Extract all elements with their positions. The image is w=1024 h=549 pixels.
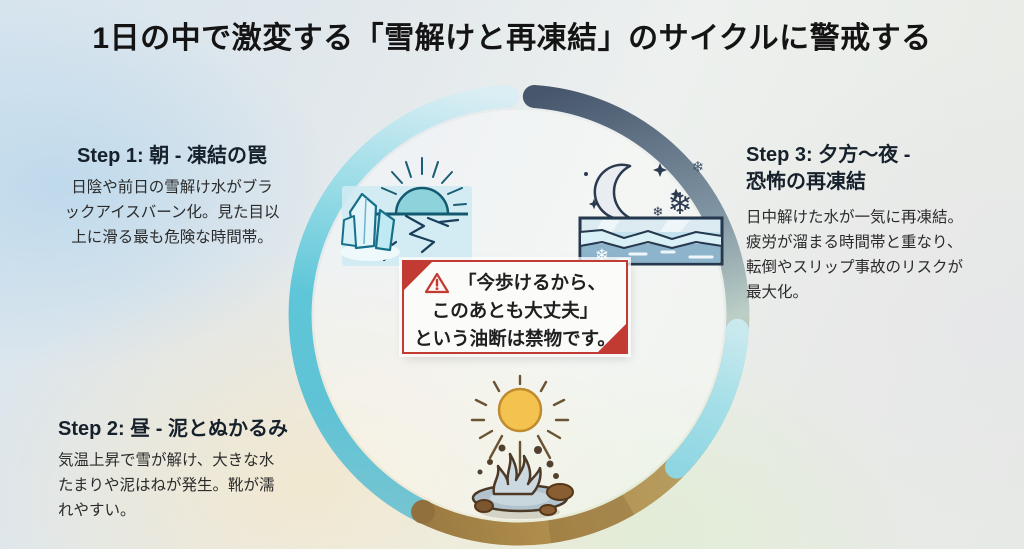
svg-text:❄: ❄	[667, 187, 692, 222]
step-3-body-line: 日中解けた水が一気に再凍結。	[746, 209, 964, 226]
step-1-body-line: 日陰や前日の雪解け水がブラ	[71, 179, 273, 196]
step-3-block: Step 3: 夕方〜夜 - 恐怖の再凍結 日中解けた水が一気に再凍結。 疲労が…	[746, 142, 1016, 305]
step-2-body-line: れやすい。	[58, 502, 136, 520]
svg-text:❄: ❄	[653, 205, 664, 220]
moon-snowflakes-refreeze-icon: ❄ ❄ ❄ ❄	[578, 158, 724, 266]
ring-arc-noon	[411, 438, 704, 546]
step-1-heading: Step 1: 朝 - 凍結の罠	[76, 145, 267, 167]
step-1-block: Step 1: 朝 - 凍結の罠 日陰や前日の雪解け水がブラ ックアイスバーン化…	[46, 139, 298, 250]
step-3-heading-line: Step 3: 夕方〜夜 -	[746, 144, 911, 166]
step-2-body-line: 気温上昇で雪が解け、大きな水	[58, 452, 275, 469]
ring-noon-shade	[547, 494, 635, 544]
frozen-sunrise-cracked-ice-icon	[340, 157, 472, 266]
step-3-body-line: 疲労が溜まる時間帯と重なり、	[746, 234, 963, 252]
page-title: 1日の中で激変する「雪解けと再凍結」のサイクルに警戒する	[92, 22, 932, 55]
step-2-heading: Step 2: 昼 - 泥とぬかるみ	[58, 418, 289, 440]
step-2-block: Step 2: 昼 - 泥とぬかるみ 気温上昇で雪が解け、大きな水 たまりや泥は…	[58, 412, 324, 523]
warning-triangle-icon	[424, 272, 450, 293]
warning-line: 「今歩けるから、	[457, 272, 606, 293]
caution-callout: 「今歩けるから、 このあとも大丈夫」 という油断は禁物です。	[402, 260, 628, 354]
ring-noon-end-cap	[411, 499, 435, 524]
ring-arc-morning	[288, 84, 519, 524]
sun-mud-splash-icon	[470, 374, 574, 519]
step-2-body-line: たまりや泥はねが発生。靴が濡	[58, 477, 275, 495]
step-3-body-line: 転倒やスリップ事故のリスクが	[746, 259, 964, 277]
warning-line: という油断は禁物です。	[414, 327, 616, 349]
step-3-heading-line: 恐怖の再凍結	[746, 171, 866, 193]
step-1-body-line: 上に滑る最も危険な時間帯。	[71, 229, 273, 247]
step-3-body-line: 最大化。	[746, 284, 809, 302]
ring-arc-evening-cyan	[665, 318, 749, 479]
warning-line: このあとも大丈夫」	[431, 299, 599, 321]
svg-text:❄: ❄	[692, 158, 705, 176]
step-1-body-line: ックアイスバーン化。見た目以	[64, 204, 280, 222]
